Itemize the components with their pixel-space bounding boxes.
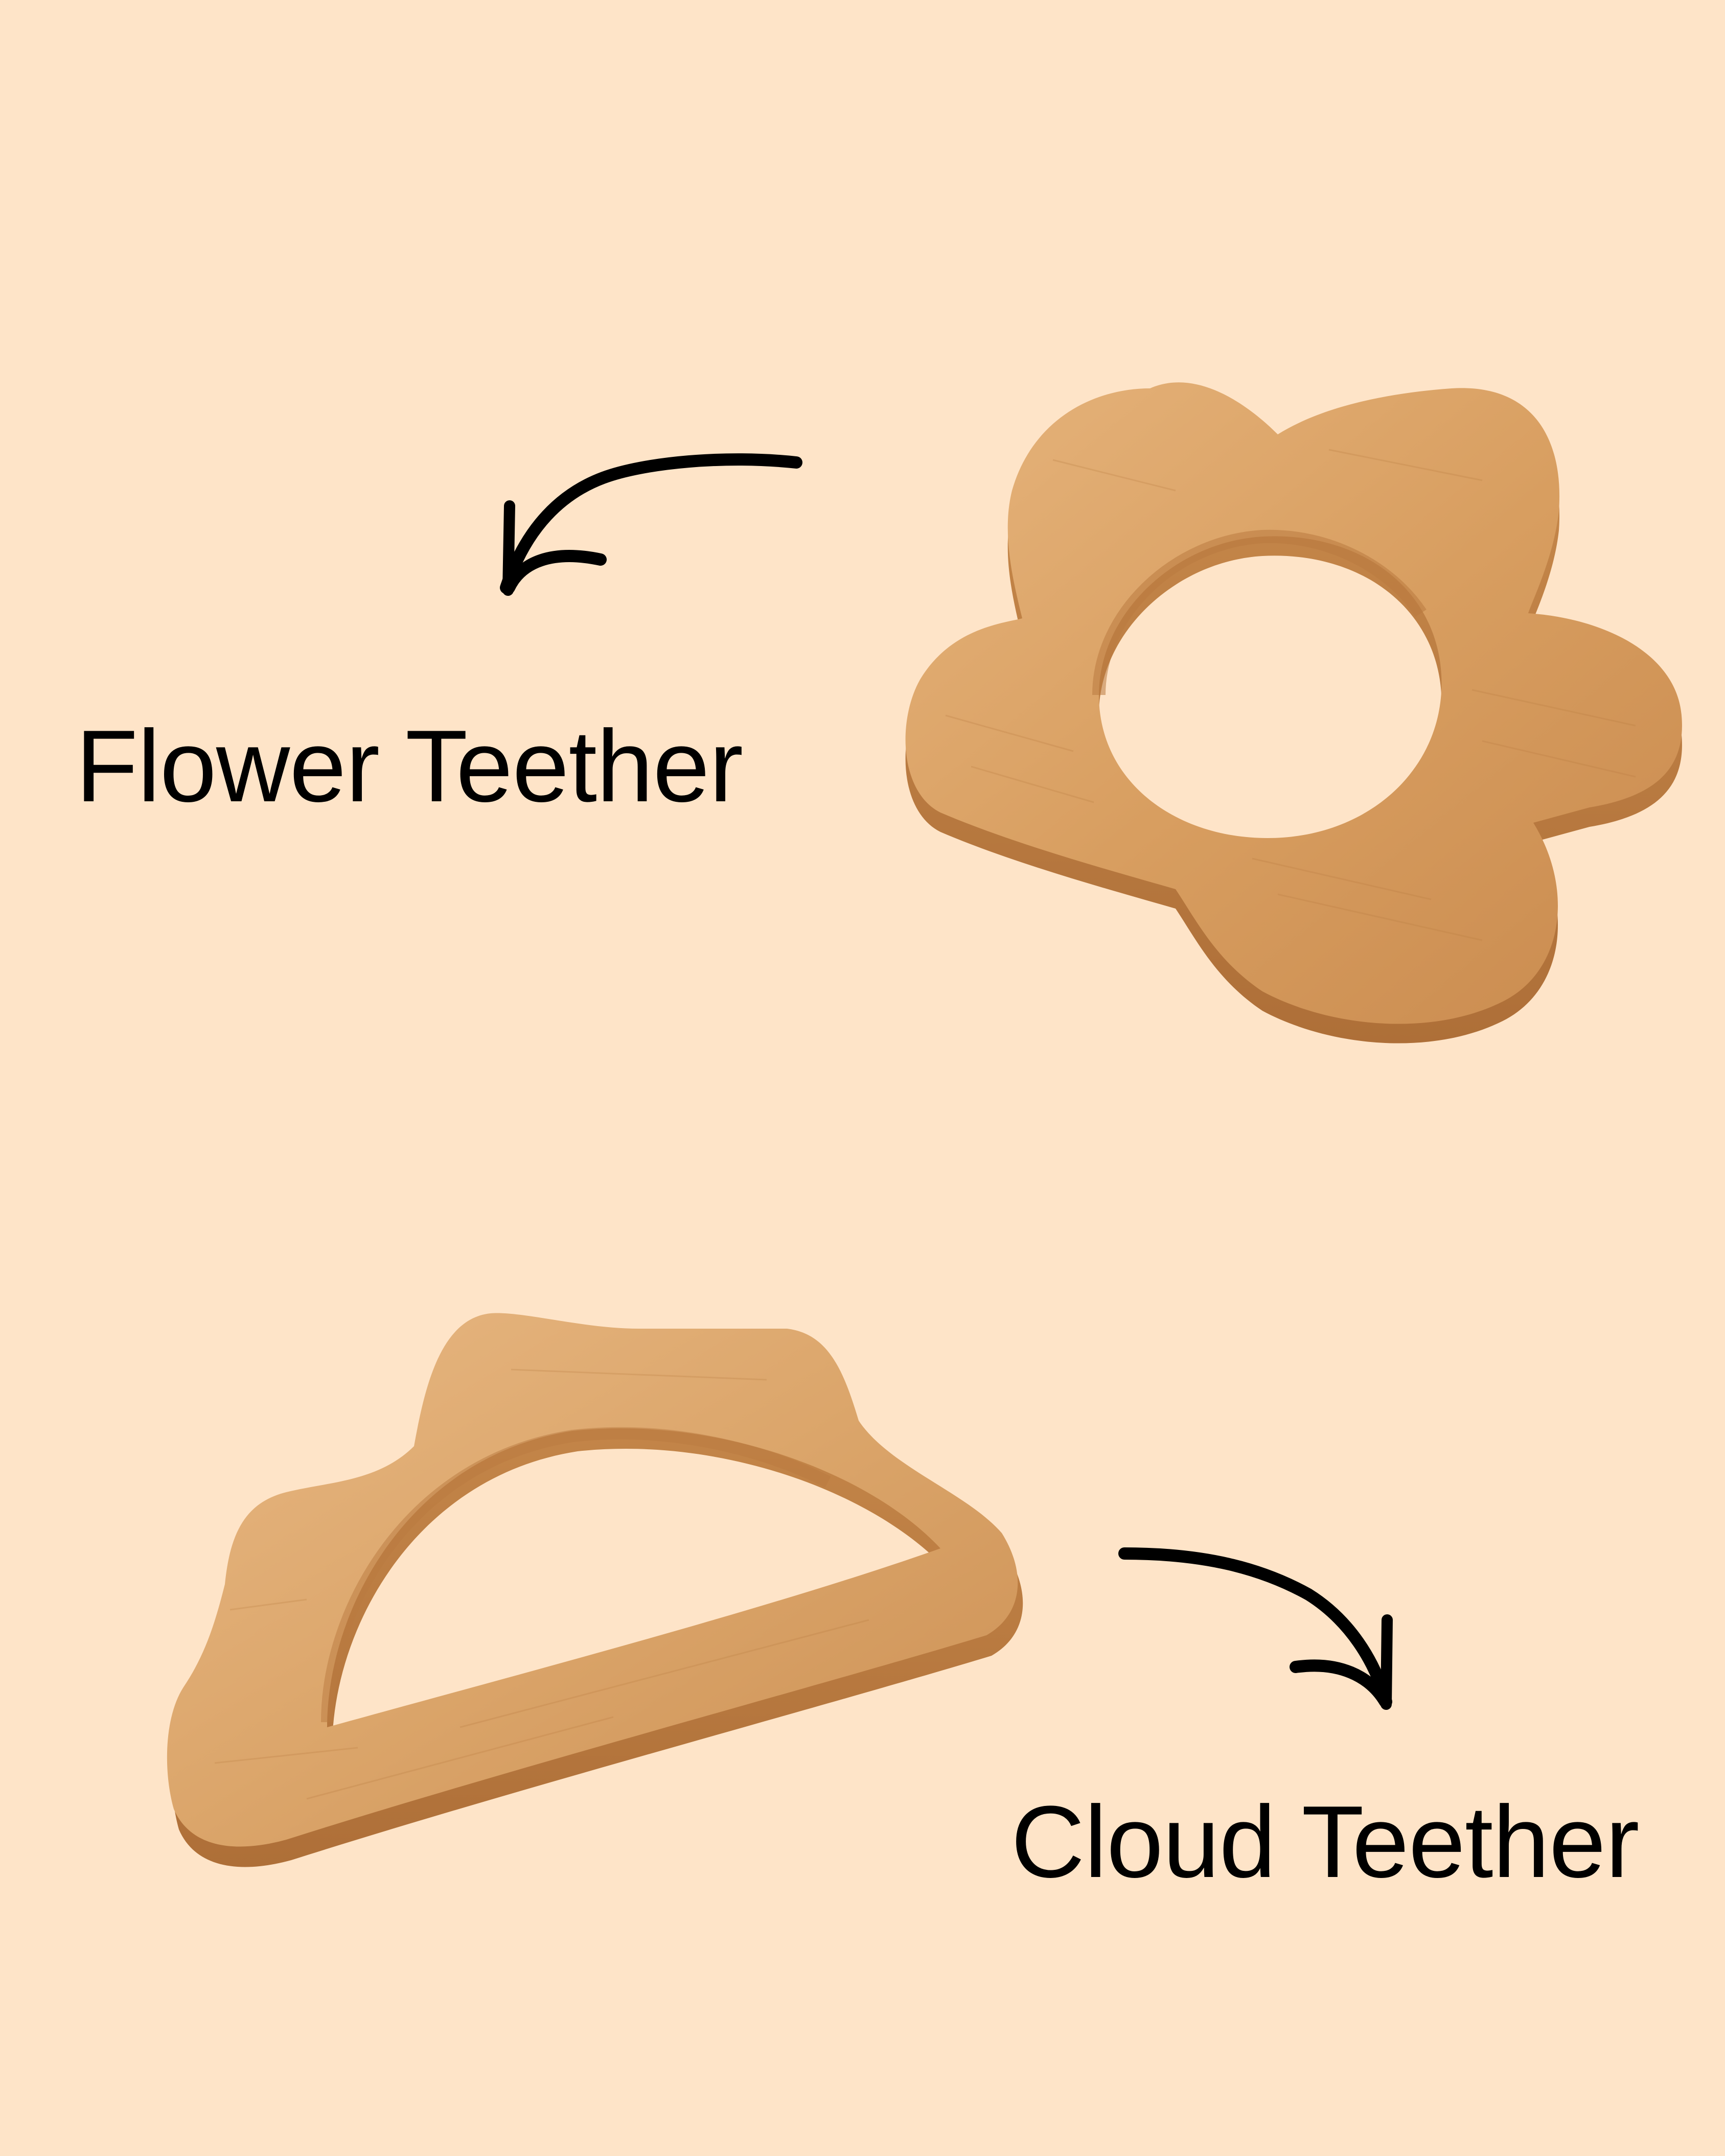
flower-teether-image [905,382,1682,1044]
curved-arrow-down-right-icon [1118,1547,1393,1710]
cloud-teether-label: Cloud Teether [1011,1785,1640,1899]
cloud-teether-image [167,1313,1023,1867]
curved-arrow-down-left-icon [500,453,802,596]
flower-teether-label: Flower Teether [76,709,743,823]
